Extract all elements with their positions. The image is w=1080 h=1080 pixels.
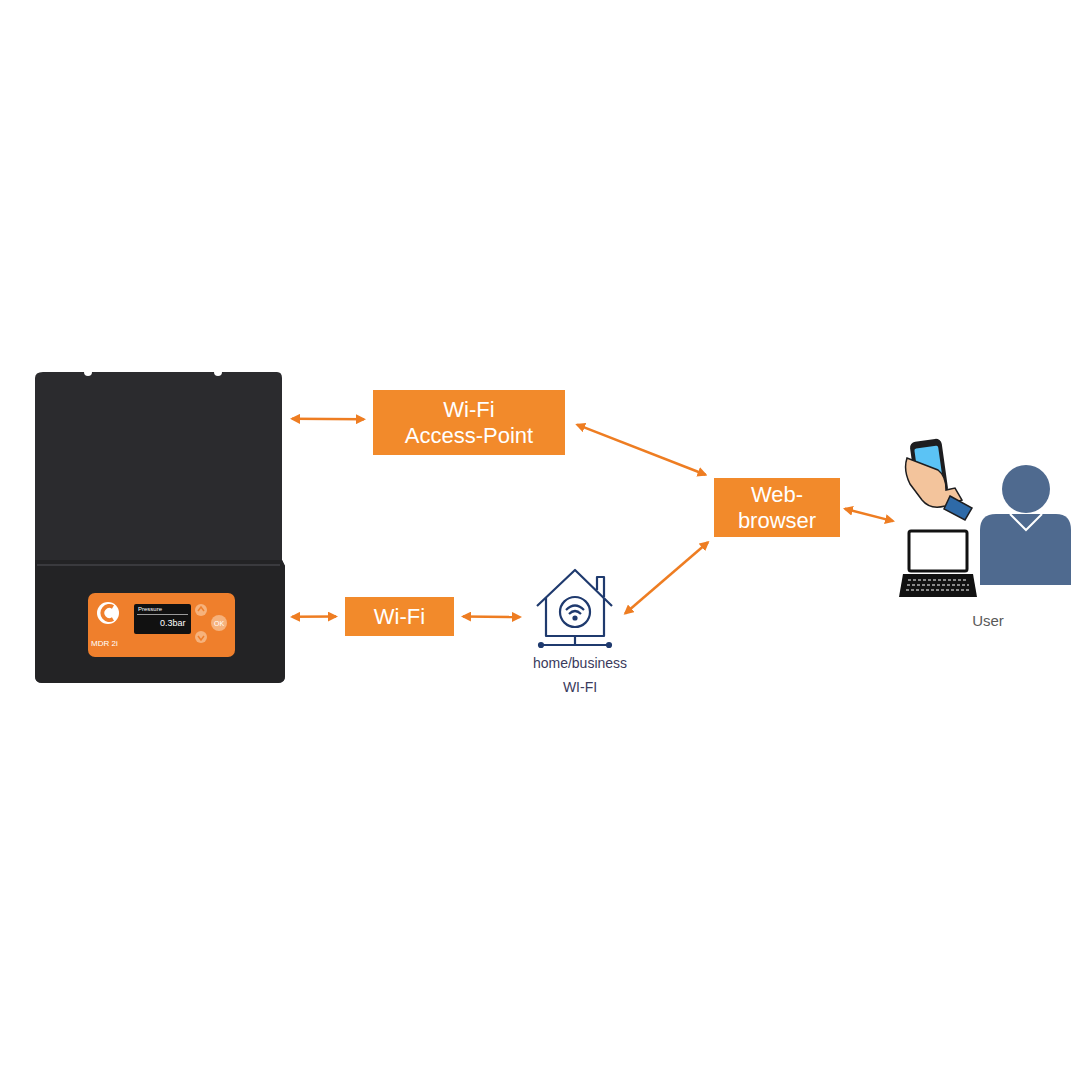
house-chimney xyxy=(597,577,604,597)
ok-button xyxy=(211,615,227,631)
home-network-node: home/business WI-FI xyxy=(525,565,635,690)
house-wall xyxy=(546,598,604,636)
node-text: Web- browser xyxy=(727,482,827,534)
browser-box: Web- browser xyxy=(714,478,840,537)
node-text: MDR 2i xyxy=(91,637,131,651)
logo-mark xyxy=(102,606,113,620)
house-roof xyxy=(537,570,612,606)
node-text: Wi-Fi xyxy=(350,604,450,630)
wifi-wave xyxy=(566,606,584,611)
display-label: Pressure xyxy=(138,606,162,612)
bidirectional-arrow xyxy=(292,615,336,618)
network-node xyxy=(539,643,543,647)
person-icon xyxy=(980,465,1071,585)
display-label: 0.3bar xyxy=(160,619,186,628)
logo-disc xyxy=(97,602,119,624)
access-point-box: Wi-Fi Access-Point xyxy=(373,390,565,455)
laptop-icon xyxy=(899,531,977,597)
device-notch xyxy=(84,368,92,376)
bidirectional-arrow xyxy=(625,542,708,613)
node-text: User xyxy=(955,608,1021,634)
house-icon xyxy=(537,570,612,647)
phone-in-hand-icon xyxy=(906,438,972,520)
device-illustration xyxy=(35,368,285,683)
down-glyph xyxy=(198,636,204,640)
user-node: User xyxy=(895,438,1075,628)
network-node xyxy=(607,643,611,647)
wifi-box: Wi-Fi xyxy=(345,597,454,636)
wifi-dot xyxy=(574,617,577,620)
person-body xyxy=(980,514,1071,585)
display-label: OK xyxy=(214,620,224,627)
sleeve-cuff xyxy=(944,496,972,520)
display-rule xyxy=(137,614,188,615)
display-screen xyxy=(134,604,191,634)
device-edge xyxy=(37,564,280,566)
up-button xyxy=(195,604,207,616)
laptop-base xyxy=(899,574,977,597)
wifi-wave xyxy=(569,611,581,614)
bidirectional-arrow xyxy=(463,615,520,618)
device-base xyxy=(35,560,285,683)
bidirectional-arrow xyxy=(292,418,364,421)
laptop-keys xyxy=(906,580,970,590)
bidirectional-arrow xyxy=(577,425,706,475)
device-body xyxy=(35,372,285,683)
control-panel xyxy=(88,593,235,657)
device-node: MDR 2i xyxy=(35,372,285,684)
up-glyph xyxy=(198,607,204,611)
bidirectional-arrow xyxy=(845,509,893,521)
node-text: home/business WI-FI xyxy=(525,651,635,699)
person-head xyxy=(1002,465,1050,513)
network-line xyxy=(541,636,609,645)
device-notch xyxy=(214,368,222,376)
laptop-screen xyxy=(909,531,967,571)
node-text: Wi-Fi Access-Point xyxy=(402,397,536,449)
down-button xyxy=(195,631,207,643)
wifi-ring xyxy=(560,597,590,627)
person-collar xyxy=(1010,514,1042,530)
